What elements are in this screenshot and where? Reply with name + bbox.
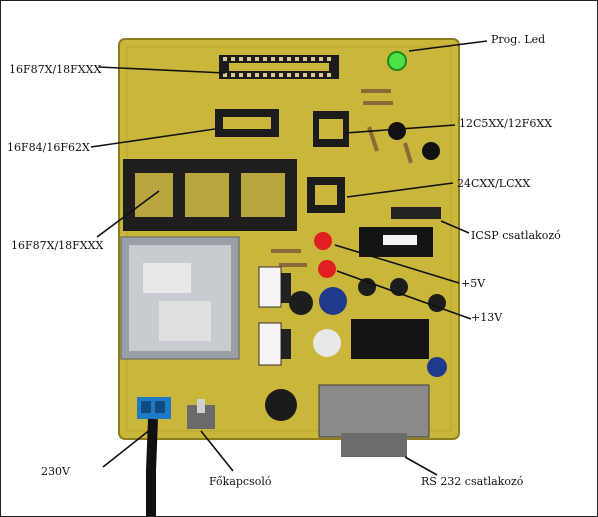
label-socket-12c5xx: 12C5XX/12F6XX (459, 117, 553, 130)
dip-socket-top (219, 55, 339, 79)
rs232-connector (318, 384, 430, 457)
capacitor-7 (427, 357, 447, 377)
capacitor-3 (313, 329, 341, 357)
label-socket-16f87x-top: 16F87X/18FXXX (9, 63, 102, 76)
label-fokapcsolo: Főkapcsoló (209, 475, 272, 488)
label-plus5v: +5V (461, 277, 486, 290)
dip-socket-large (123, 159, 297, 231)
led-13v (318, 260, 336, 278)
label-rs232: RS 232 csatlakozó (421, 475, 524, 488)
capacitor-6 (428, 294, 446, 312)
dip-socket-16f84 (215, 109, 279, 137)
regulator-2 (258, 322, 282, 366)
power-terminal (137, 397, 171, 419)
transformer (120, 236, 240, 360)
label-230v: 230V (41, 465, 70, 478)
dip-socket-24cxx (307, 177, 345, 213)
dip-socket-12c5xx (313, 111, 349, 147)
main-switch (187, 399, 215, 429)
capacitor-4 (358, 278, 376, 296)
transistor-2 (422, 142, 440, 160)
label-icsp: ICSP csatlakozó (471, 229, 561, 242)
ic-max232 (351, 319, 429, 359)
label-socket-16f87x-bottom: 16F87X/18FXXX (11, 239, 104, 252)
label-prog-led: Prog. Led (491, 33, 546, 46)
icsp-header (391, 207, 441, 219)
buzzer (265, 389, 297, 421)
prog-led (387, 51, 407, 71)
led-5v (314, 232, 332, 250)
capacitor-1 (289, 291, 313, 315)
transistor-1 (388, 122, 406, 140)
capacitor-2 (319, 287, 347, 315)
label-plus13v: +13V (471, 311, 503, 324)
power-cable (146, 418, 158, 516)
regulator-1 (258, 266, 282, 308)
label-socket-24cxx: 24CXX/LCXX (457, 177, 531, 190)
label-socket-16f84: 16F84/16F62X (7, 141, 90, 154)
